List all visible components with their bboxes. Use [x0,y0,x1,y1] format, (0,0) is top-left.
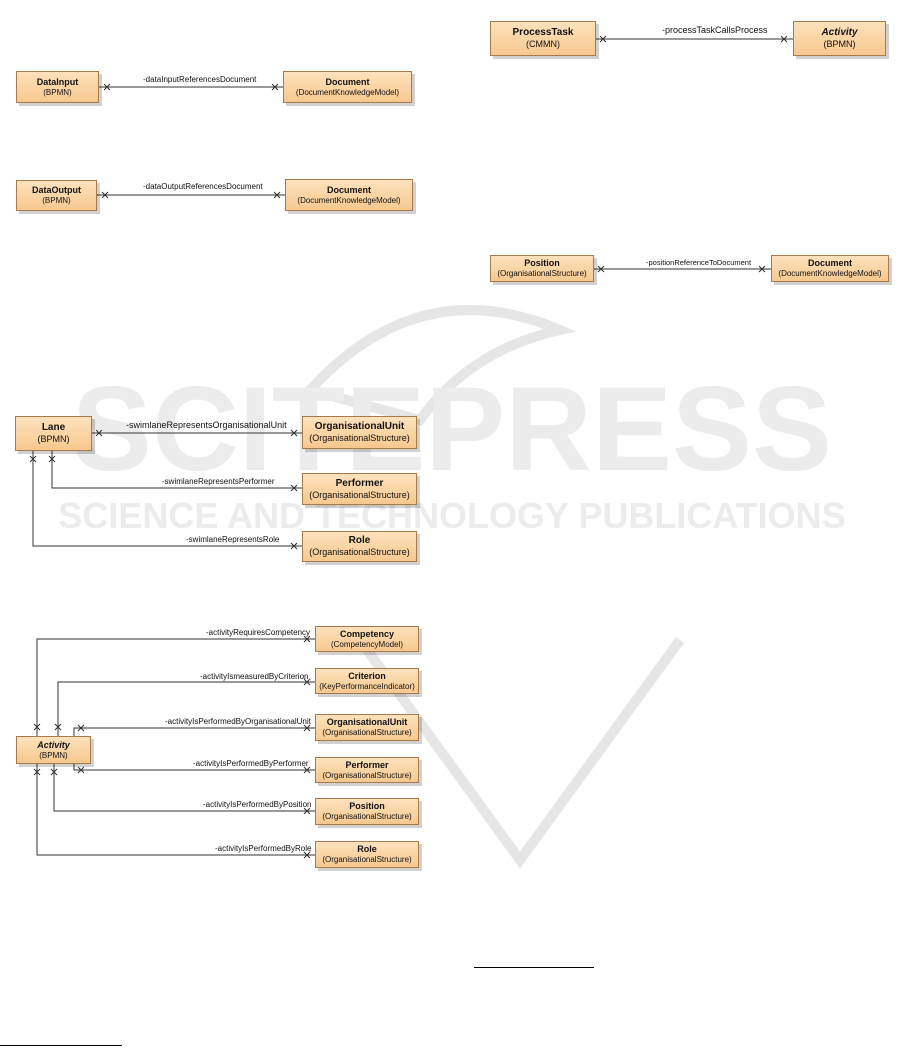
assoc-line-activity-competency [36,638,315,736]
class-lane[interactable]: Lane (BPMN) [15,416,92,451]
class-stereotype: (KeyPerformanceIndicator) [319,681,415,691]
class-stereotype: (OrganisationalStructure) [309,547,410,558]
class-title: Lane [41,422,66,434]
class-title: Performer [345,759,389,770]
class-processtask[interactable]: ProcessTask (CMMN) [490,21,596,56]
class-activity[interactable]: Activity (BPMN) [16,736,91,764]
class-title: OrganisationalUnit [326,717,408,728]
class-dataoutput[interactable]: DataOutput (BPMN) [16,180,97,211]
class-title: Performer [335,477,384,489]
class-stereotype: (BPMN) [37,434,70,445]
assoc-line-activity-criterion [57,681,315,736]
class-stereotype: (BPMN) [823,39,856,50]
class-stereotype: (DocumentKnowledgeModel) [295,87,400,97]
class-title: DataInput [36,76,79,87]
class-role[interactable]: Role (OrganisationalStructure) [315,841,419,868]
class-title: Document [807,258,852,269]
class-stereotype: (OrganisationalStructure) [322,855,412,865]
class-stereotype: (CompetencyModel) [330,639,404,649]
class-document-datainput[interactable]: Document (DocumentKnowledgeModel) [283,71,412,103]
assoc-label-dataoutput: -dataOutputReferencesDocument [143,182,263,191]
class-title: Position [349,801,385,812]
assoc-label-lane-role: -swimlaneRepresentsRole [186,535,280,544]
class-document-dataoutput[interactable]: Document (DocumentKnowledgeModel) [285,179,413,211]
assoc-line-activity-position [53,764,315,812]
assoc-line-activity-role [36,764,315,856]
assoc-label-role: -activityIsPerformedByRole [215,844,312,853]
class-title: DataOutput [32,185,81,196]
class-stereotype: (OrganisationalStructure) [322,770,412,780]
class-role-lane[interactable]: Role (OrganisationalStructure) [302,531,417,562]
class-title: OrganisationalUnit [314,421,405,433]
assoc-line-lane-role [32,451,302,547]
assoc-line-activity-orgunit [73,727,315,736]
class-stereotype: (OrganisationalStructure) [322,812,412,822]
class-title: Document [326,184,371,195]
class-title: Criterion [348,670,386,681]
class-stereotype: (CMMN) [526,39,560,50]
class-title: Role [348,535,371,547]
class-stereotype: (DocumentKnowledgeModel) [778,269,882,279]
assoc-label-lane-performer: -swimlaneRepresentsPerformer [162,477,275,486]
class-title: Document [325,76,370,87]
assoc-label-performer: -activityIsPerformedByPerformer [193,759,309,768]
assoc-label-processtask: -processTaskCallsProcess [662,25,768,35]
class-stereotype: (BPMN) [43,87,72,97]
assoc-line-lane-performer [51,451,302,489]
class-title: Activity [37,739,70,750]
class-position[interactable]: Position (OrganisationalStructure) [315,798,419,825]
assoc-label-position: -activityIsPerformedByPosition [203,800,312,809]
footnote-rule-right [474,967,594,968]
assoc-label-datainput: -dataInputReferencesDocument [143,75,257,84]
assoc-line-activity-performer [73,764,315,771]
class-title: Competency [339,628,394,639]
class-stereotype: (OrganisationalStructure) [322,728,412,738]
class-title: Activity [821,27,858,39]
assoc-label-criterion: -activityIsmeasuredByCriterion [200,672,309,681]
class-stereotype: (OrganisationalStructure) [309,433,410,444]
class-datainput[interactable]: DataInput (BPMN) [16,71,99,103]
assoc-label-orgunit: -activityIsPerformedByOrganisationalUnit [165,717,311,726]
class-stereotype: (OrganisationalStructure) [309,489,410,500]
class-orgunit-lane[interactable]: OrganisationalUnit (OrganisationalStruct… [302,416,417,449]
assoc-label-competency: -activityRequiresCompetency [206,628,311,637]
class-title: ProcessTask [512,27,574,39]
class-stereotype: (BPMN) [39,750,68,760]
class-title: Role [357,844,377,855]
class-competency[interactable]: Competency (CompetencyModel) [315,626,419,652]
assoc-label-position: -positionReferenceToDocument [646,258,752,267]
class-performer[interactable]: Performer (OrganisationalStructure) [315,757,419,783]
class-title: Position [524,258,560,269]
class-stereotype: (DocumentKnowledgeModel) [297,195,401,205]
class-document-position[interactable]: Document (DocumentKnowledgeModel) [771,255,889,282]
class-performer-lane[interactable]: Performer (OrganisationalStructure) [302,473,417,505]
class-stereotype: (BPMN) [42,196,71,206]
class-activity-top[interactable]: Activity (BPMN) [793,21,886,56]
class-stereotype: (OrganisationalStructure) [497,269,587,279]
association-end-markers [29,35,788,859]
footnote-rule-left [0,1045,122,1046]
class-orgunit[interactable]: OrganisationalUnit (OrganisationalStruct… [315,714,419,741]
assoc-label-lane-orgunit: -swimlaneRepresentsOrganisationalUnit [126,420,287,430]
class-criterion[interactable]: Criterion (KeyPerformanceIndicator) [315,668,419,694]
class-position-top[interactable]: Position (OrganisationalStructure) [490,255,594,282]
